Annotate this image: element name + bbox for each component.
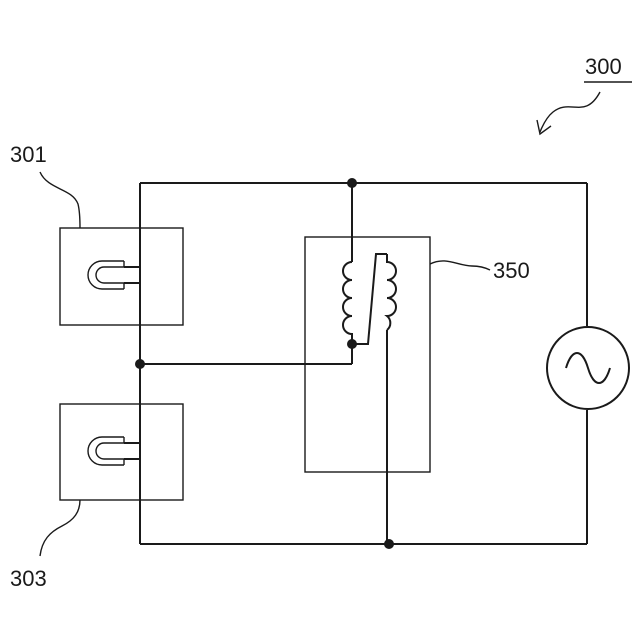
ac-source [547,327,629,409]
relay-coil-icon [343,254,396,344]
system-reference: 300 [537,54,632,134]
system-arrow [540,92,600,132]
relay-350: 350 [305,237,530,472]
lamp-301-housing [60,228,183,325]
lamp-icon [88,261,140,289]
label-350: 350 [493,258,530,283]
junction-bottom [384,539,394,549]
label-303-leader [40,500,80,556]
junction-top [347,178,357,188]
label-303: 303 [10,566,47,591]
relay-armature [352,254,387,344]
sine-wave-icon [566,353,610,383]
coil-primary [343,262,352,344]
lamp-303: 303 [10,404,183,591]
lamp-icon [88,437,140,465]
coil-secondary [387,254,396,330]
relay-housing [305,237,430,472]
lamp-301: 301 [10,142,183,325]
lamp-303-housing [60,404,183,500]
junction-left [135,359,145,369]
label-301-leader [40,172,80,228]
label-350-leader [430,261,490,270]
label-301: 301 [10,142,47,167]
label-300: 300 [585,54,622,79]
